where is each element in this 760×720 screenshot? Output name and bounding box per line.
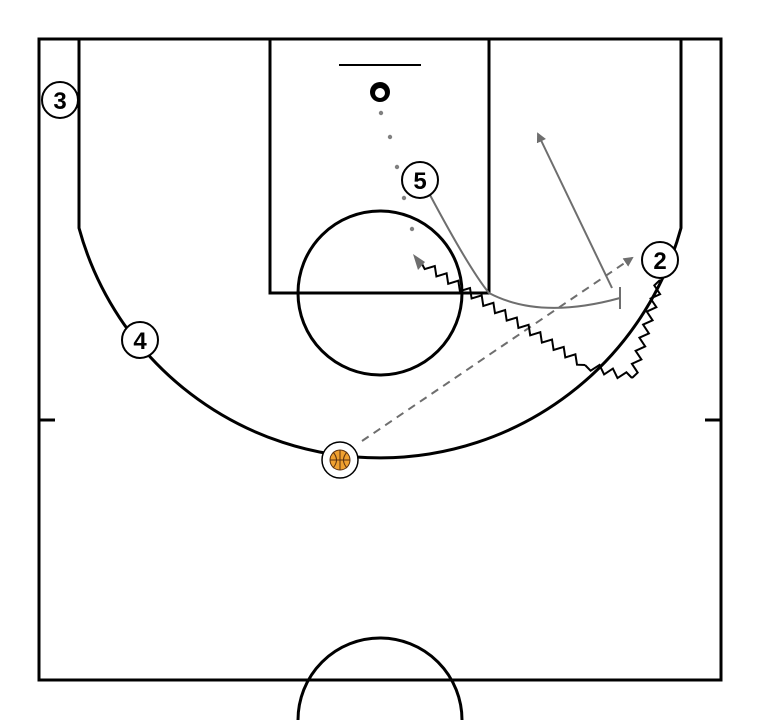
court-lines (37, 37, 723, 720)
free-throw-circle (296, 209, 464, 377)
player-2-label: 2 (653, 248, 666, 275)
cut-path-5 (429, 194, 621, 309)
player-4-label: 4 (133, 328, 147, 355)
dribble-path (630, 279, 662, 379)
dribble-path (420, 261, 586, 366)
dribble-path (584, 363, 633, 380)
pass-line (361, 256, 634, 442)
player-5[interactable]: 5 (401, 161, 439, 199)
basket (370, 82, 390, 102)
player-3[interactable]: 3 (41, 81, 79, 119)
player-5-label: 5 (413, 168, 426, 195)
player-2[interactable]: 2 (641, 241, 679, 279)
screen-dotted-path (378, 110, 415, 232)
player-4[interactable]: 4 (121, 321, 159, 359)
basketball-icon[interactable] (321, 441, 359, 479)
court-boundary (37, 37, 723, 682)
center-circle (296, 636, 464, 720)
player-3-label: 3 (53, 88, 66, 115)
dribble-arrowhead (413, 254, 425, 270)
cut-arrow-2 (536, 132, 613, 289)
paint-lane (268, 37, 491, 295)
